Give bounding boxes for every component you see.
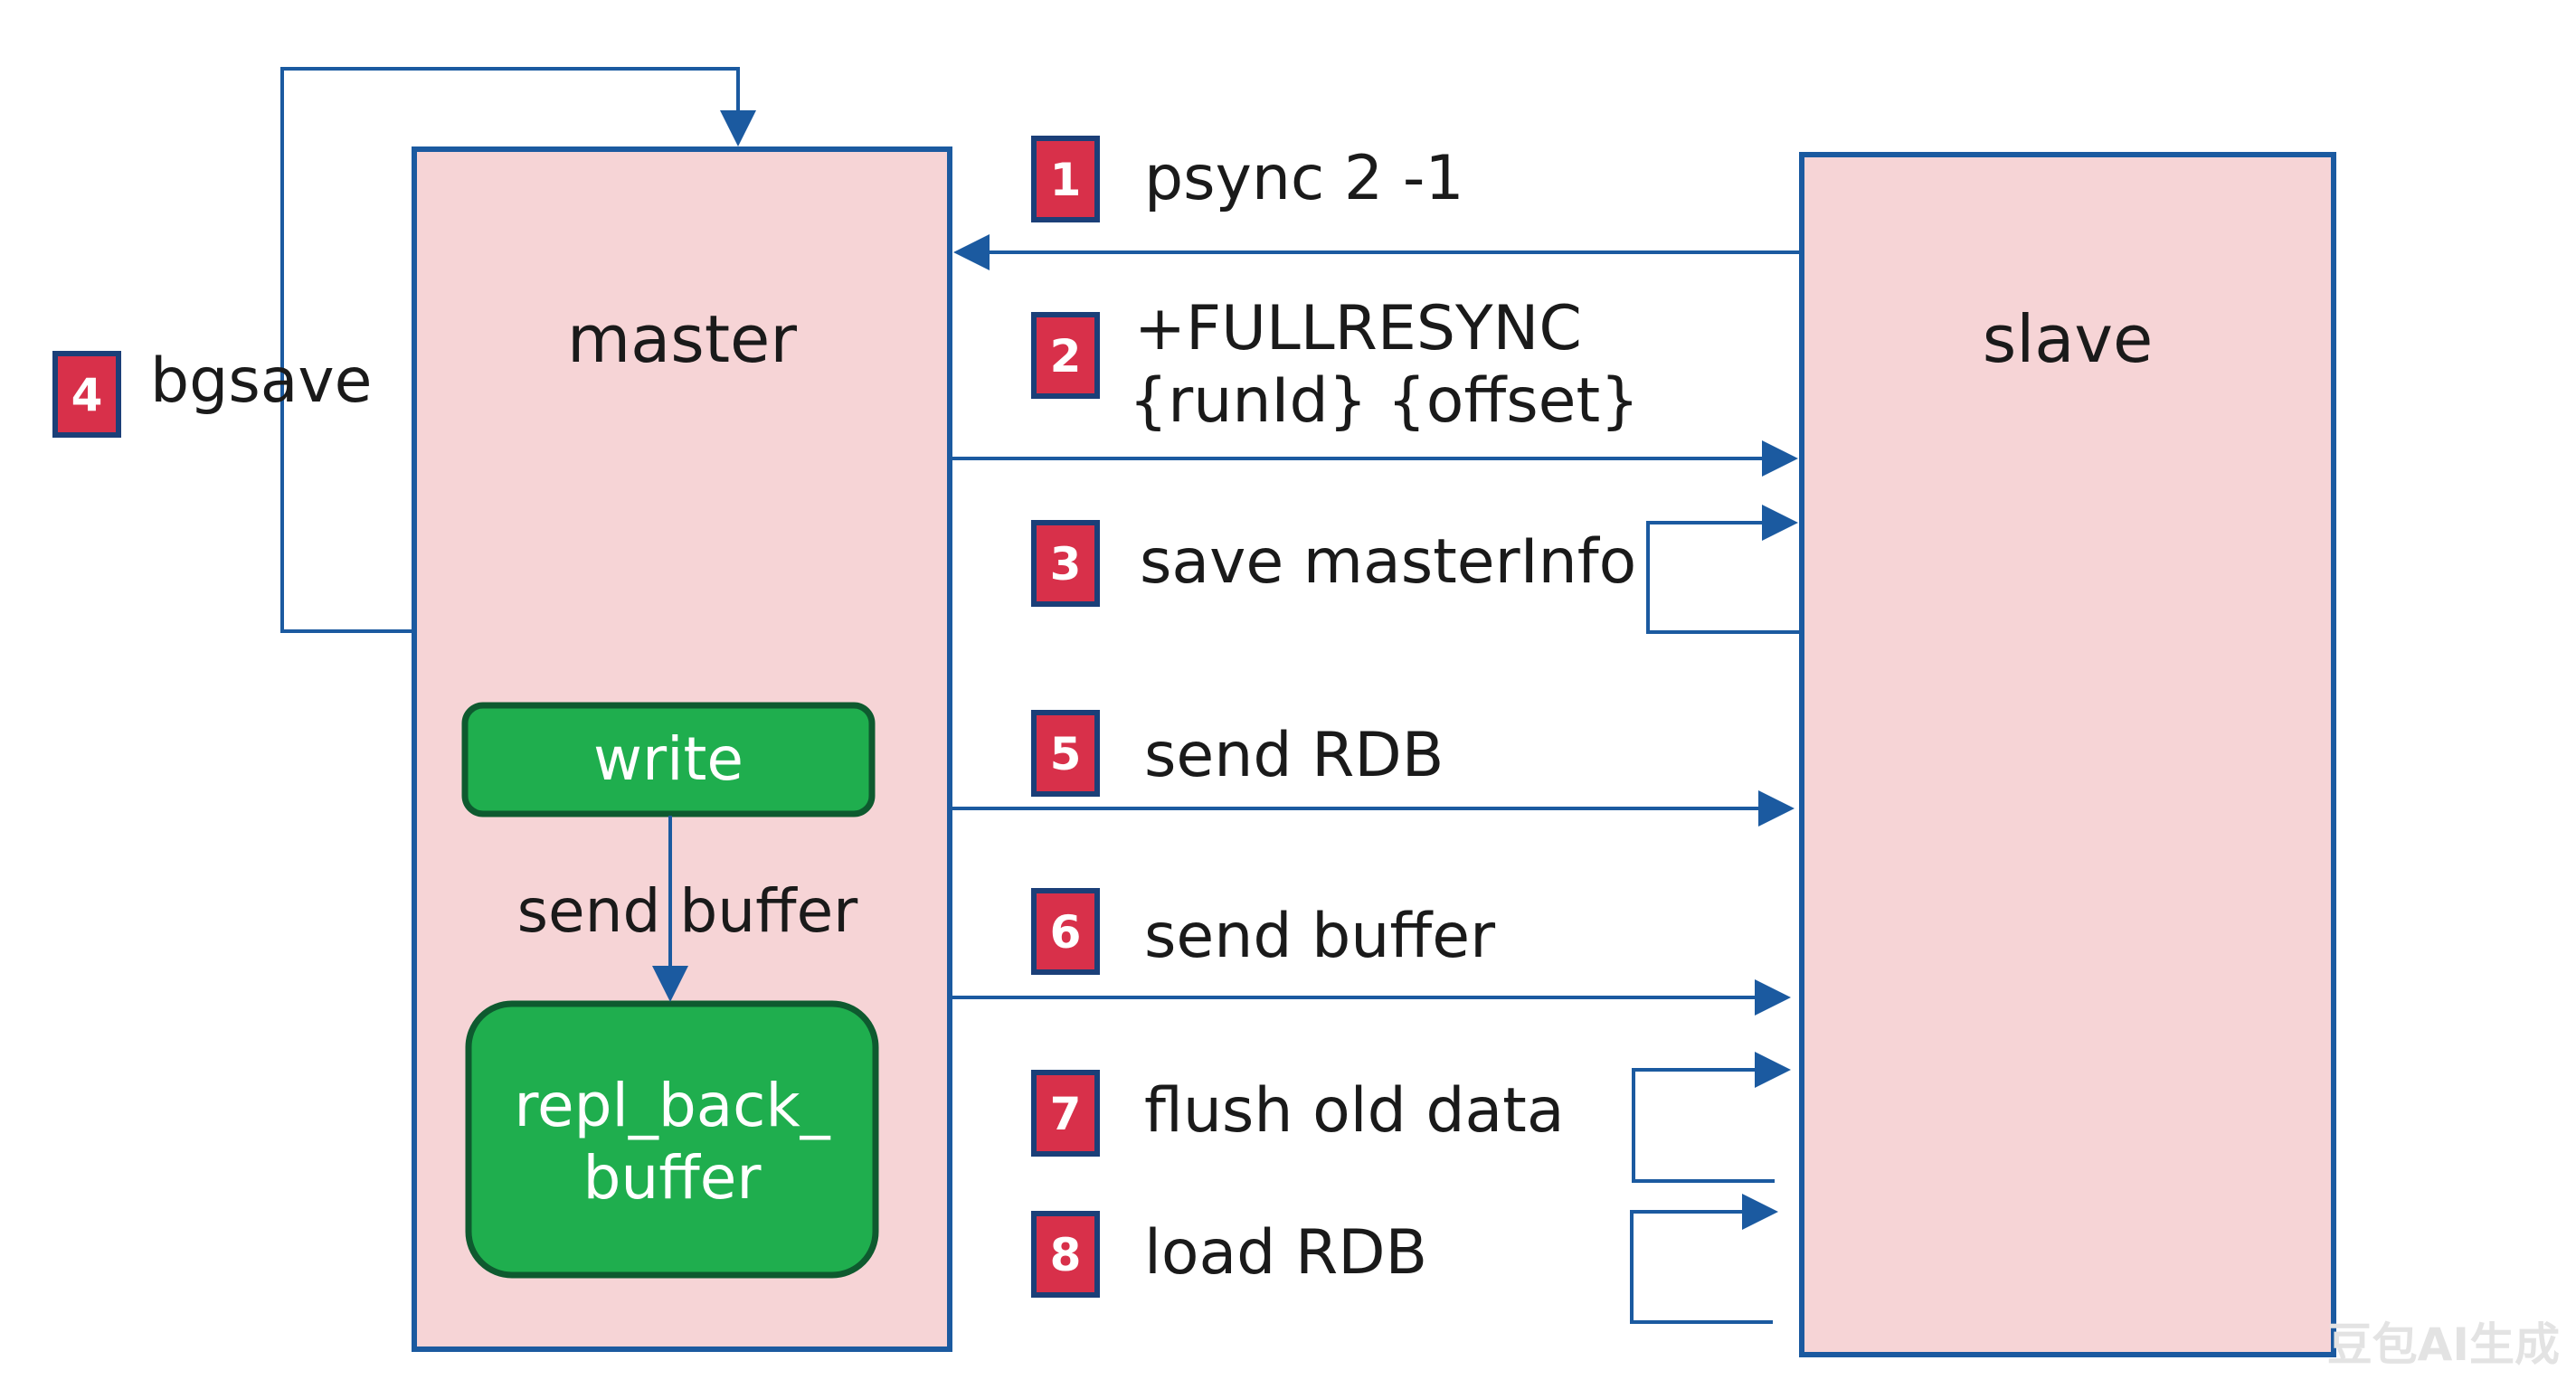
step-2-label-line2: {runId} {offset} <box>1129 365 1639 437</box>
step-2: 2 +FULLRESYNC {runId} {offset} <box>1031 293 1639 437</box>
step-6: 6 send buffer <box>1031 888 1495 975</box>
watermark: 豆包AI生成 <box>2327 1318 2560 1371</box>
step7-loop-arrow <box>1632 1052 1791 1183</box>
step-5-badge <box>1031 710 1100 797</box>
write-label: write <box>593 724 743 794</box>
step-1: 1 psync 2 -1 <box>1031 136 1464 222</box>
step-5: 5 send RDB <box>1031 710 1444 797</box>
step-7-number: 7 <box>1050 1088 1082 1140</box>
step-5-number: 5 <box>1050 728 1082 780</box>
step-1-label: psync 2 -1 <box>1144 143 1464 214</box>
step8-loop-arrow <box>1630 1194 1778 1324</box>
write-node <box>461 702 876 817</box>
step-2-number: 2 <box>1050 330 1082 383</box>
step-4-badge <box>52 351 121 438</box>
step-4-number: 4 <box>71 369 103 421</box>
step-4-label: bgsave <box>150 345 373 417</box>
step3-loop-arrow <box>1646 505 1802 634</box>
step-3-badge <box>1031 520 1100 607</box>
step-8-badge <box>1031 1211 1100 1298</box>
step-4: 4 bgsave <box>52 345 373 438</box>
step-8: 8 load RDB <box>1031 1211 1427 1298</box>
step-8-number: 8 <box>1050 1229 1082 1281</box>
step-5-label: send RDB <box>1144 720 1444 791</box>
step-1-badge <box>1031 136 1100 222</box>
step-1-number: 1 <box>1050 154 1082 206</box>
step-3-number: 3 <box>1050 538 1082 591</box>
step-8-label: load RDB <box>1144 1217 1427 1289</box>
step-3-label: save masterInfo <box>1140 526 1636 598</box>
step-2-badge <box>1031 312 1100 399</box>
slave-node <box>1799 152 2336 1357</box>
step-7: 7 flush old data <box>1031 1070 1565 1157</box>
step-6-badge <box>1031 888 1100 975</box>
bgsave-loop-arrow <box>280 67 756 633</box>
repl-back-buffer-label-line2: buffer <box>583 1143 762 1213</box>
send-buffer-internal-label: send buffer <box>517 876 858 946</box>
step-6-number: 6 <box>1050 906 1082 959</box>
slave-label: slave <box>1983 301 2154 377</box>
repl-back-buffer-node <box>465 1000 879 1279</box>
step-2-label-line1: +FULLRESYNC <box>1134 293 1582 364</box>
step-3: 3 save masterInfo <box>1031 520 1636 607</box>
master-label: master <box>567 301 797 377</box>
step-6-label: send buffer <box>1144 901 1495 972</box>
step-7-label: flush old data <box>1144 1075 1565 1147</box>
repl-back-buffer-label-line1: repl_back_ <box>514 1071 830 1140</box>
step-7-badge <box>1031 1070 1100 1157</box>
